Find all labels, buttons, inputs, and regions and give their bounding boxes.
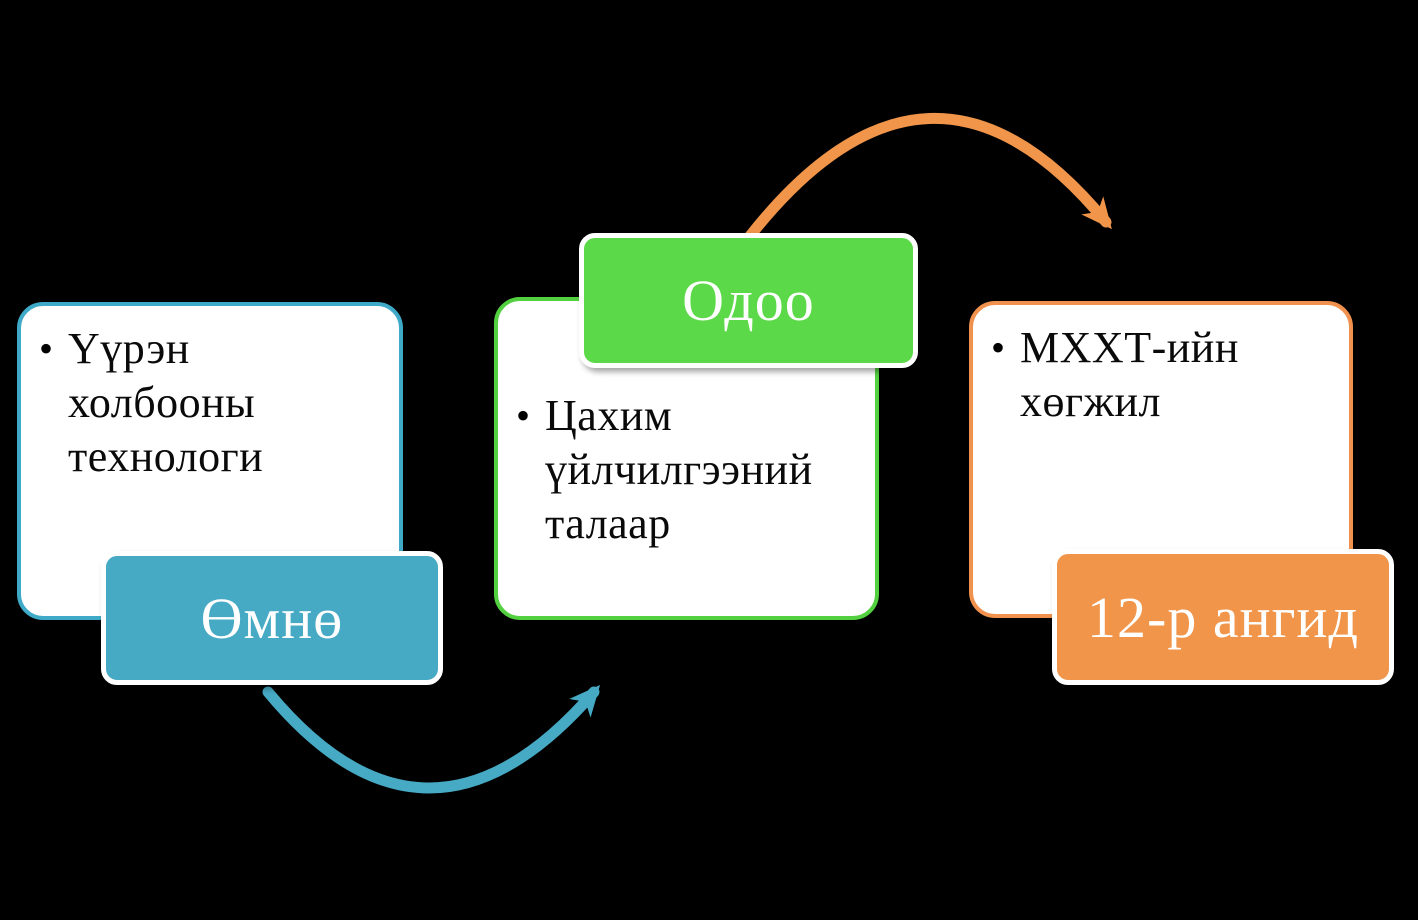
bullet-item: • МХХТ-ийн хөгжил [973, 305, 1349, 429]
label-future: 12-р ангид [1052, 549, 1394, 685]
label-now: Одоо [579, 233, 918, 368]
bullet-icon: • [991, 325, 1006, 370]
bullet-item: • Цахим үйлчилгээний талаар [498, 373, 875, 551]
arrow-before-to-now-icon [262, 685, 601, 794]
label-before: Өмнө [101, 551, 443, 685]
card-before-text: Үүрэн холбооны технологи [68, 324, 264, 481]
card-now-text: Цахим үйлчилгээний талаар [545, 391, 813, 548]
arrow-now-to-future-icon [744, 112, 1112, 242]
card-before: • Үүрэн холбооны технологи [17, 302, 403, 620]
bullet-icon: • [516, 393, 531, 438]
bullet-item: • Үүрэн холбооны технологи [21, 306, 399, 484]
bullet-icon: • [39, 326, 54, 371]
card-future-text: МХХТ-ийн хөгжил [1020, 323, 1239, 426]
